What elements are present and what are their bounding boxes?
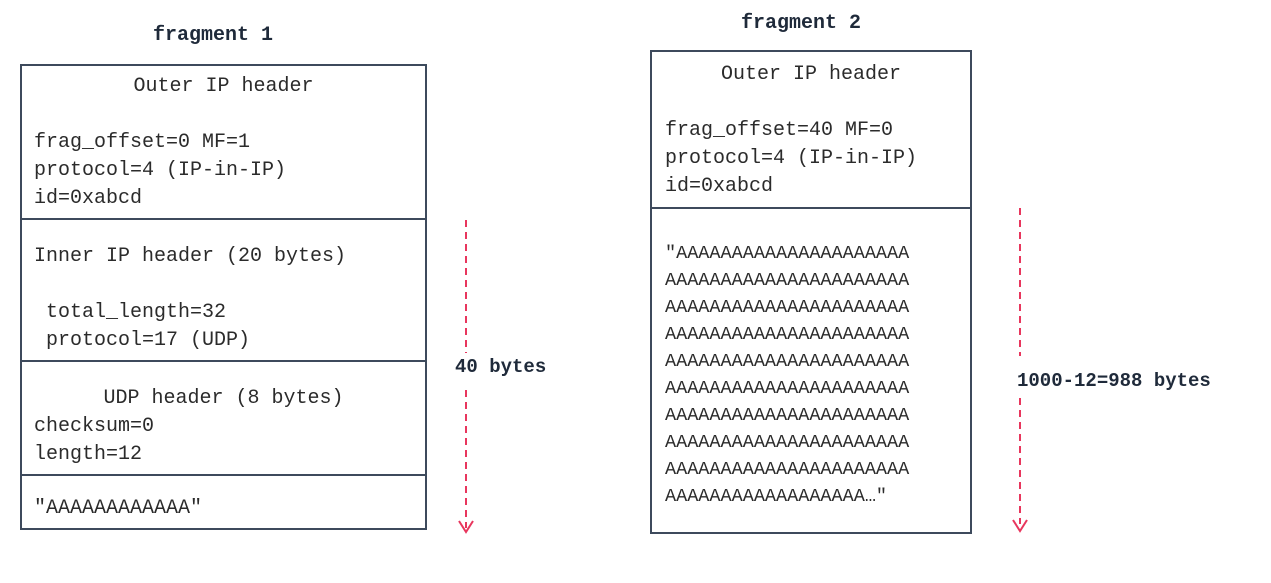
payload-line: AAAAAAAAAAAAAAAAAAAAAA [665, 324, 910, 345]
fragment-1-payload: "AAAAAAAAAAAA" [34, 497, 203, 520]
payload-line: "AAAAAAAAAAAAAAAAAAAAA [665, 243, 910, 264]
payload-line: AAAAAAAAAAAAAAAAAAAAAA [665, 459, 910, 480]
payload-line: AAAAAAAAAAAAAAAAAAAAAA [665, 270, 910, 291]
udp-header-heading: UDP header (8 bytes) [103, 387, 344, 410]
payload-line: AAAAAAAAAAAAAAAAAAAAAA [665, 351, 910, 372]
fragment-2-box: Outer IP header frag_offset=40 MF=0 prot… [650, 50, 972, 534]
outer-protocol: protocol=4 (IP-in-IP) [34, 159, 287, 182]
udp-length: length=12 [34, 443, 143, 466]
outer-id: id=0xabcd [665, 175, 774, 198]
fragment-1-title: fragment 1 [153, 24, 274, 47]
fragment-1-size-label: 40 bytes [455, 356, 547, 378]
fragment-1-box: Outer IP header frag_offset=0 MF=1 proto… [20, 64, 427, 530]
outer-protocol: protocol=4 (IP-in-IP) [665, 147, 918, 170]
outer-ip-header-heading: Outer IP header [720, 63, 902, 86]
divider [22, 360, 425, 362]
inner-total-length: total_length=32 [34, 301, 227, 324]
inner-ip-header-heading: Inner IP header (20 bytes) [34, 245, 347, 268]
outer-frag-offset: frag_offset=0 MF=1 [34, 131, 251, 154]
outer-id: id=0xabcd [34, 187, 143, 210]
udp-checksum: checksum=0 [34, 415, 155, 438]
inner-protocol: protocol=17 (UDP) [34, 329, 251, 352]
divider [652, 207, 970, 209]
divider [22, 218, 425, 220]
fragment-1-size-arrow [458, 220, 474, 534]
payload-line: AAAAAAAAAAAAAAAAAAAAAA [665, 432, 910, 453]
divider [22, 474, 425, 476]
fragment-2-size-arrow [1012, 208, 1028, 533]
payload-line: AAAAAAAAAAAAAAAAAAAAAA [665, 405, 910, 426]
outer-frag-offset: frag_offset=40 MF=0 [665, 119, 894, 142]
fragment-2-title: fragment 2 [741, 12, 862, 35]
payload-line: AAAAAAAAAAAAAAAAAAAAAA [665, 378, 910, 399]
payload-line: AAAAAAAAAAAAAAAAAA…" [665, 486, 888, 507]
fragment-2-size-label: 1000-12=988 bytes [1017, 370, 1211, 392]
outer-ip-header-heading: Outer IP header [133, 75, 314, 98]
payload-line: AAAAAAAAAAAAAAAAAAAAAA [665, 297, 910, 318]
